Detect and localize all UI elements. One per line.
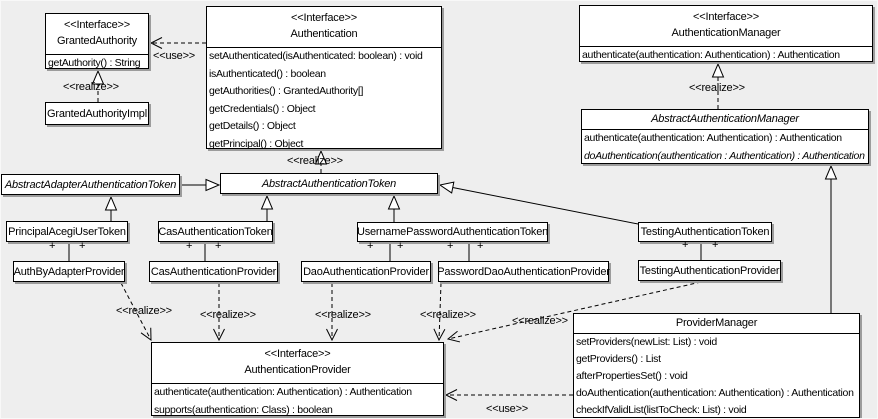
class-granted-authority-impl: GrantedAuthorityImpl: [45, 102, 149, 125]
method: authenticate(authentication: Authenticat…: [154, 386, 412, 398]
class-abstract-authentication-token: AbstractAuthenticationToken: [220, 173, 438, 194]
realize-label: <<realize>>: [315, 309, 371, 321]
realize-label: <<realize>>: [116, 305, 172, 317]
plus-marker: +: [712, 239, 719, 251]
class-authentication-manager: <<Interface>> AuthenticationManager auth…: [579, 5, 873, 62]
class-cas-authentication-provider: CasAuthenticationProvider: [149, 261, 278, 282]
plus-marker: +: [477, 240, 484, 252]
class-name: CasAuthenticationProvider: [150, 265, 277, 278]
use-label: <<use>>: [153, 50, 196, 62]
method: setAuthenticated(isAuthenticated: boolea…: [209, 50, 423, 62]
class-stereotype: <<Interface>>: [693, 11, 759, 23]
method: authenticate(authentication: Authenticat…: [584, 132, 842, 144]
plus-marker: +: [186, 240, 193, 252]
class-name: GrantedAuthorityImpl: [47, 107, 147, 120]
method: supports(authentication: Class) : boolea…: [154, 403, 333, 416]
class-name: AbstractAuthenticationToken: [261, 177, 397, 190]
class-stereotype: <<Interface>>: [64, 19, 130, 31]
plus-marker: +: [397, 240, 404, 252]
class-abstract-authentication-manager: AbstractAuthenticationManager authentica…: [581, 109, 869, 164]
method: isAuthenticated() : boolean: [209, 67, 326, 80]
use-label: <<use>>: [486, 403, 529, 415]
class-name: GrantedAuthority: [57, 35, 137, 47]
class-stereotype: <<Interface>>: [291, 12, 357, 24]
realize-line: [433, 282, 446, 342]
realize-label: <<realize>>: [200, 309, 256, 321]
class-auth-by-adapter-provider: AuthByAdapterProvider: [13, 261, 125, 282]
realize-label: <<realize>>: [512, 315, 568, 327]
method: getPrincipal() : Object: [209, 137, 304, 150]
class-name: CasAuthenticationToken: [158, 225, 273, 238]
method: setProviders(newList: List) : void: [576, 336, 717, 348]
class-abstract-adapter-authentication-token: AbstractAdapterAuthenticationToken: [1, 174, 180, 195]
plus-marker: +: [49, 240, 56, 252]
class-name: DaoAuthenticationProvider: [303, 265, 429, 278]
class-authentication: <<Interface>> Authentication setAuthenti…: [206, 6, 442, 150]
class-provider-manager: ProviderManager setProviders(newList: Li…: [573, 313, 860, 418]
class-username-password-authentication-token: UsernamePasswordAuthenticationToken: [357, 222, 548, 242]
class-granted-authority: <<Interface>> GrantedAuthority getAuthor…: [45, 13, 149, 69]
method: afterPropertiesSet() : void: [576, 370, 688, 382]
class-name: AuthenticationProvider: [244, 364, 351, 376]
plus-marker: +: [215, 240, 222, 252]
class-name: PasswordDaoAuthenticationProvider: [437, 265, 610, 278]
class-name: TestingAuthenticationToken: [640, 226, 770, 238]
method: checkIfValidList(listToCheck: List) : vo…: [576, 404, 747, 416]
class-name: TestingAuthenticationProvider: [639, 264, 780, 277]
plus-marker: +: [367, 240, 374, 252]
class-stereotype: <<Interface>>: [264, 348, 331, 360]
realize-line: [446, 281, 702, 343]
class-name: UsernamePasswordAuthenticationToken: [356, 226, 549, 238]
method: doAuthentication(authentication : Authen…: [584, 149, 865, 162]
class-name: PrincipalAcegiUserToken: [8, 225, 126, 238]
class-name: AuthByAdapterProvider: [13, 265, 125, 278]
plus-marker: +: [447, 240, 454, 252]
class-name: AbstractAuthenticationManager: [651, 113, 799, 125]
class-authentication-provider: <<Interface>> AuthenticationProvider aut…: [151, 342, 444, 416]
class-testing-authentication-token: TestingAuthenticationToken: [638, 222, 772, 242]
method: getProviders() : List: [576, 353, 661, 365]
class-dao-authentication-provider: DaoAuthenticationProvider: [301, 261, 431, 282]
realize-line: [120, 282, 152, 341]
class-name: ProviderManager: [675, 317, 758, 329]
plus-marker: +: [682, 239, 689, 251]
class-cas-authentication-token: CasAuthenticationToken: [158, 221, 273, 242]
realize-label: <<realize>>: [287, 155, 343, 167]
generalization-line: [438, 181, 639, 225]
method: getDetails() : Object: [209, 120, 296, 133]
class-password-dao-authentication-provider: PasswordDaoAuthenticationProvider: [437, 261, 610, 282]
method: doAuthentication(authentication: Authent…: [576, 387, 854, 399]
class-name: AuthenticationManager: [671, 27, 781, 39]
class-name: Authentication: [290, 28, 358, 40]
method: getCredentials() : Object: [209, 102, 316, 115]
plus-marker: +: [79, 240, 86, 252]
method: getAuthorities() : GrantedAuthority[]: [209, 85, 364, 98]
class-name: AbstractAdapterAuthenticationToken: [4, 178, 177, 191]
method: authenticate(authentication: Authenticat…: [582, 49, 840, 61]
class-principal-acegi-user-token: PrincipalAcegiUserToken: [6, 221, 128, 242]
method: getAuthority() : String: [48, 57, 141, 69]
realize-label: <<realize>>: [63, 81, 119, 93]
realize-label: <<realize>>: [689, 82, 745, 94]
realize-label: <<realize>>: [420, 309, 476, 321]
class-testing-authentication-provider: TestingAuthenticationProvider: [638, 260, 781, 281]
